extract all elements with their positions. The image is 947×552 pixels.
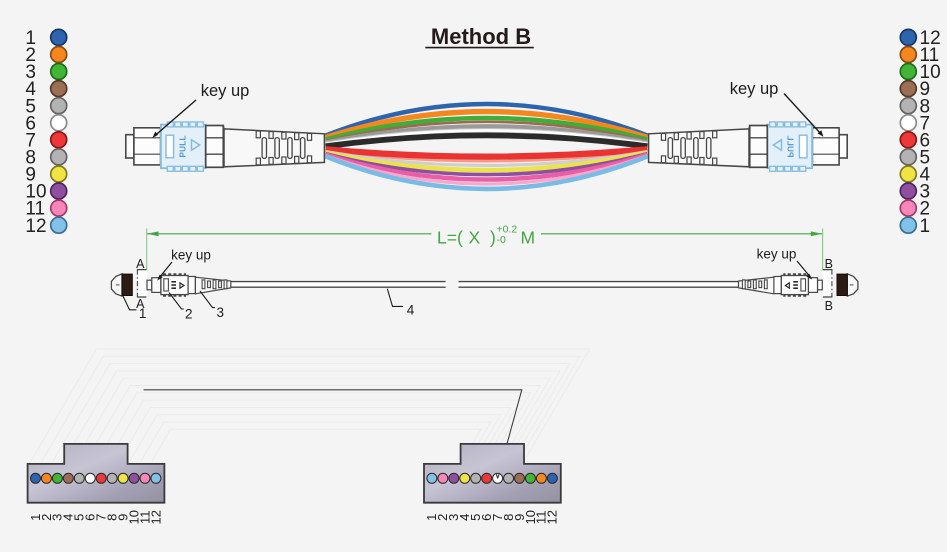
svg-text:10: 10 [126,510,141,524]
svg-text:9: 9 [115,514,130,521]
svg-text:Method B: Method B [431,24,531,49]
svg-text:11: 11 [25,199,45,220]
svg-text:12: 12 [920,28,941,49]
svg-text:3: 3 [446,514,461,521]
svg-text:1: 1 [25,28,36,49]
svg-text:9: 9 [512,514,527,521]
svg-text:10: 10 [25,182,46,203]
svg-text:2: 2 [920,199,931,220]
svg-text:6: 6 [25,113,36,134]
svg-text:11: 11 [137,511,152,525]
svg-text:4: 4 [25,79,36,100]
svg-text:4: 4 [457,514,472,521]
svg-text:8: 8 [25,148,36,169]
svg-text:3: 3 [50,514,65,521]
svg-text:10: 10 [920,62,941,83]
svg-text:L=(: L=( [437,228,463,248]
svg-text:12: 12 [148,510,163,524]
svg-text:3: 3 [920,182,931,203]
svg-text:12: 12 [25,216,46,237]
svg-text:6: 6 [83,514,98,521]
svg-text:7: 7 [25,130,36,151]
svg-text:2: 2 [185,307,193,322]
svg-text:1: 1 [28,514,43,521]
svg-text:2: 2 [25,45,36,66]
svg-text:9: 9 [920,79,931,100]
svg-text:5: 5 [72,514,87,521]
svg-text:10: 10 [523,510,538,524]
svg-text:11: 11 [920,45,940,66]
svg-text:11: 11 [534,511,549,525]
svg-text:7: 7 [94,514,109,521]
svg-text:1: 1 [424,514,439,521]
svg-text:7: 7 [490,514,505,521]
svg-text:A: A [136,297,145,311]
svg-text:2: 2 [39,514,54,521]
svg-text:7: 7 [920,113,931,134]
svg-text:1: 1 [139,306,147,321]
svg-text:key up: key up [730,80,779,98]
svg-text:): ) [490,228,496,248]
svg-text:4: 4 [407,303,415,318]
svg-text:5: 5 [920,148,931,169]
svg-text:X: X [469,228,481,248]
svg-text:5: 5 [468,514,483,521]
svg-text:3: 3 [217,305,225,320]
svg-text:6: 6 [479,514,494,521]
svg-text:B: B [825,299,833,313]
svg-text:A: A [136,257,145,271]
svg-text:-0: -0 [497,234,506,246]
svg-text:4: 4 [61,514,76,521]
svg-text:2: 2 [435,514,450,521]
svg-text:5: 5 [25,96,36,117]
svg-text:8: 8 [920,96,931,117]
svg-text:key up: key up [201,82,250,100]
svg-text:12: 12 [545,510,560,524]
svg-text:8: 8 [501,514,516,521]
svg-text:4: 4 [920,165,931,186]
svg-text:6: 6 [920,130,931,151]
svg-text:key up: key up [171,248,211,263]
svg-text:key up: key up [757,247,797,262]
svg-text:9: 9 [25,165,36,186]
svg-text:8: 8 [104,514,119,521]
svg-text:1: 1 [920,216,931,237]
svg-text:M: M [521,228,536,248]
svg-text:+0.2: +0.2 [497,224,518,236]
svg-text:3: 3 [25,62,36,83]
svg-text:B: B [825,257,833,271]
